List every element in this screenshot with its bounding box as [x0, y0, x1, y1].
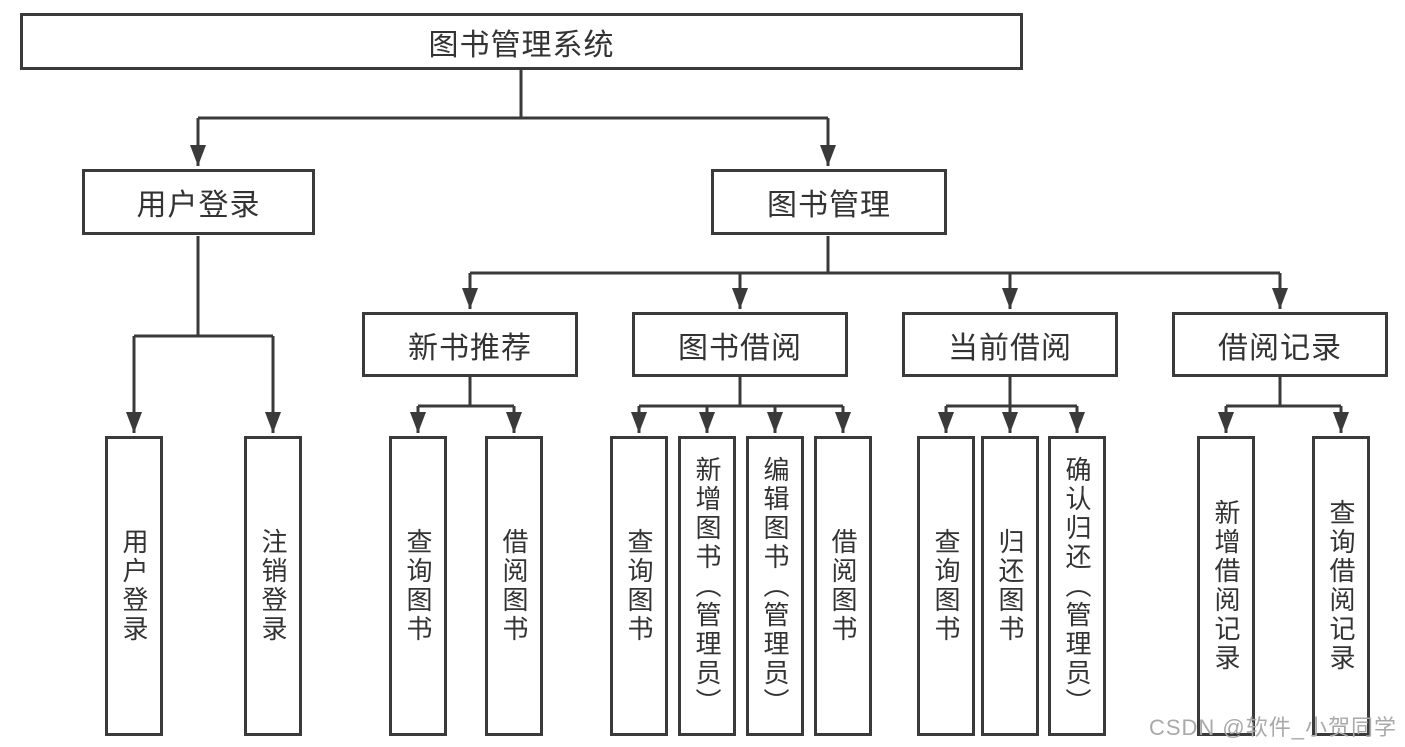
- leaf-query-books-borrow: 查询图书: [610, 436, 668, 736]
- leaf-label: 新增借阅记录: [1211, 499, 1241, 673]
- node-user-login: 用户登录: [82, 169, 315, 235]
- leaf-label: 编辑图书（管理员）: [760, 455, 790, 717]
- leaf-borrow-books: 借阅图书: [814, 436, 872, 736]
- leaf-query-books-recommend: 查询图书: [389, 436, 447, 736]
- node-current-borrowing: 当前借阅: [902, 312, 1118, 377]
- leaf-query-books-current: 查询图书: [917, 436, 975, 736]
- node-book-borrowing: 图书借阅: [632, 312, 848, 377]
- connector-skeleton: [134, 70, 1341, 408]
- leaf-borrow-books-recommend: 借阅图书: [485, 436, 543, 736]
- leaf-logout: 注销登录: [244, 436, 302, 736]
- leaf-label: 查询图书: [403, 528, 433, 644]
- leaf-add-books-admin: 新增图书（管理员）: [678, 436, 736, 736]
- node-borrowing-records: 借阅记录: [1172, 312, 1388, 377]
- leaf-label: 借阅图书: [828, 528, 858, 644]
- leaf-return-books: 归还图书: [981, 436, 1039, 736]
- leaf-label: 查询借阅记录: [1326, 499, 1356, 673]
- leaf-user-login: 用户登录: [105, 436, 163, 736]
- leaf-label: 查询图书: [931, 528, 961, 644]
- leaf-label: 用户登录: [119, 528, 149, 644]
- csdn-watermark: CSDN @软件_小贺同学: [1148, 715, 1397, 740]
- leaf-add-borrow-record: 新增借阅记录: [1197, 436, 1255, 736]
- leaf-label: 借阅图书: [499, 528, 529, 644]
- connector-arrows: [126, 118, 1349, 433]
- leaf-label: 注销登录: [258, 528, 288, 644]
- node-book-management: 图书管理: [711, 169, 947, 235]
- node-new-book-recommendation: 新书推荐: [362, 312, 578, 377]
- leaf-label: 查询图书: [624, 528, 654, 644]
- leaf-query-borrow-record: 查询借阅记录: [1312, 436, 1370, 736]
- leaf-confirm-return-admin: 确认归还（管理员）: [1048, 436, 1106, 736]
- leaf-edit-books-admin: 编辑图书（管理员）: [746, 436, 804, 736]
- leaf-label: 新增图书（管理员）: [692, 455, 722, 717]
- leaf-label: 归还图书: [995, 528, 1025, 644]
- leaf-label: 确认归还（管理员）: [1062, 455, 1092, 717]
- node-root-system: 图书管理系统: [20, 13, 1023, 70]
